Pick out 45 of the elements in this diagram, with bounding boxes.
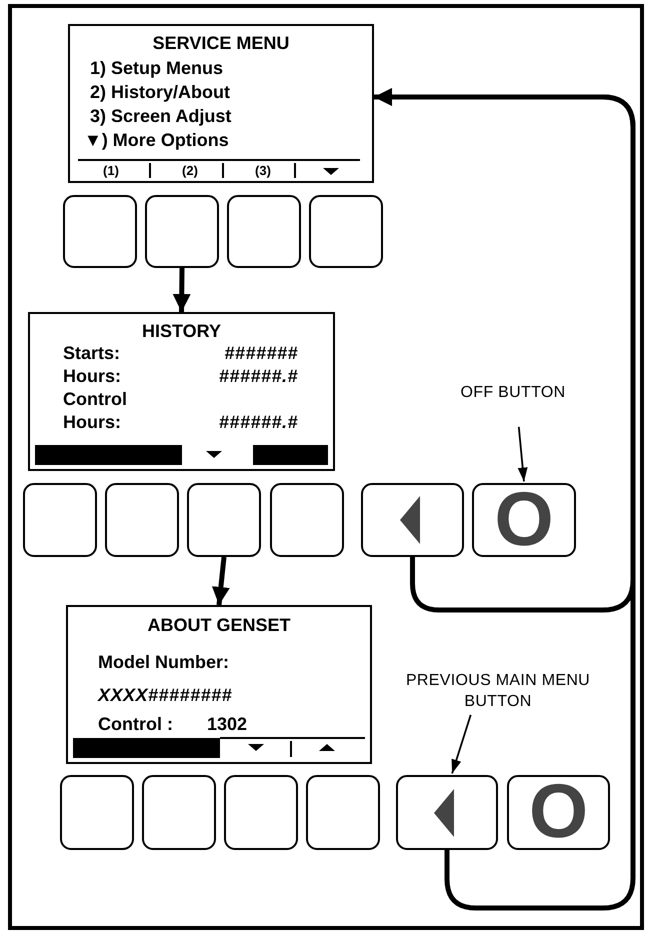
arrow [212,556,230,606]
field-value: XXXX######## [98,684,232,706]
field-label: Control Hours: [63,388,128,434]
field-value: ######.# [218,411,298,433]
display-screen [28,312,335,471]
field-value: ####### [224,342,298,364]
softkey-label: (2) [181,163,199,178]
soft-key-button [227,195,301,268]
soft-key-button [270,483,344,557]
screen-title: HISTORY [140,320,222,342]
soft-key-button [63,195,137,268]
field-value: 1302 [207,713,248,735]
menu-item: 3) Screen Adjust [90,105,232,127]
display-screen [68,24,374,183]
soft-key-button [309,195,383,268]
display-screen [66,605,372,764]
off-button: O [472,483,576,557]
leader-line [518,426,528,482]
soft-key-button [306,775,380,850]
off-button: O [507,775,610,850]
field-label: Control : [98,713,173,735]
soft-key-button [60,775,134,850]
callout-label: OFF BUTTON [455,382,571,426]
field-value: ######.# [218,365,298,387]
softkey-label: (3) [254,163,272,178]
screen-title: ABOUT GENSET [146,614,292,636]
menu-item: 1) Setup Menus [90,57,224,79]
leader-line [451,714,472,774]
soft-key-button [142,775,216,850]
back-button [361,483,464,557]
soft-key-button [187,483,261,557]
soft-key-button [145,195,219,268]
soft-key-button [224,775,298,850]
arrow [172,268,191,312]
soft-key-button [23,483,97,557]
field-label: Starts: [63,342,120,364]
callout-label: PREVIOUS MAIN MENU BUTTON [393,670,603,714]
screen-title: SERVICE MENU [152,32,290,54]
soft-key-button [105,483,179,557]
menu-item: 2) History/About [90,81,230,103]
back-button [396,775,498,850]
field-label: Model Number: [98,651,230,673]
field-label: Hours: [63,365,121,387]
softkey-label: (1) [102,163,120,178]
menu-item: ▼) More Options [84,129,229,151]
